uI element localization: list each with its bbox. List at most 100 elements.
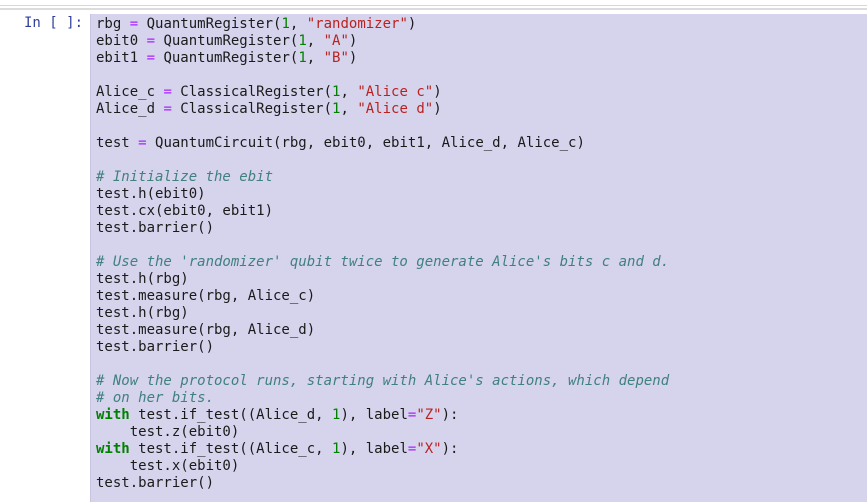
code-token: ) [348, 33, 358, 49]
code-token: "B" [323, 50, 349, 66]
code-token: test [96, 135, 139, 151]
code-token: = [407, 407, 417, 423]
code-token: "Z" [416, 407, 442, 423]
code-line: with test.if_test((Alice_d, 1), label="Z… [96, 407, 669, 424]
code-line: test.x(ebit0) [96, 458, 669, 475]
code-token: test.h(ebit0) [96, 186, 206, 202]
code-token: ebit1 [96, 50, 147, 66]
code-line: test.measure(rbg, Alice_c) [96, 288, 669, 305]
code-line: ebit0 = QuantumRegister(1, "A") [96, 33, 669, 50]
code-line [96, 67, 669, 84]
code-token: ), label [340, 407, 408, 423]
code-token: ) [433, 101, 442, 117]
code-token: test.h(rbg) [96, 271, 189, 287]
code-token: = [163, 84, 172, 100]
code-token: # Use the 'randomizer' qubit twice to ge… [96, 254, 670, 270]
code-token: , [340, 84, 358, 100]
code-token: 1 [281, 16, 290, 32]
code-token: = [146, 50, 156, 66]
code-token: ) [407, 16, 417, 32]
code-editor[interactable]: rbg = QuantumRegister(1, "randomizer")eb… [90, 14, 867, 502]
code-token: test.barrier() [96, 220, 215, 236]
code-token: ): [441, 441, 459, 457]
code-line: test.barrier() [96, 220, 669, 237]
code-token: 1 [332, 441, 341, 457]
code-line: test.h(rbg) [96, 271, 669, 288]
code-line: Alice_c = ClassicalRegister(1, "Alice c"… [96, 84, 669, 101]
code-token: "Alice c" [357, 84, 434, 100]
code-line: test.barrier() [96, 339, 669, 356]
code-token: ) [433, 84, 442, 100]
code-line: # Use the 'randomizer' qubit twice to ge… [96, 254, 669, 271]
code-line [96, 356, 669, 373]
code-line: with test.if_test((Alice_c, 1), label="X… [96, 441, 669, 458]
code-token: test.if_test((Alice_c, [129, 441, 333, 457]
code-token: QuantumRegister( [155, 33, 299, 49]
code-token: , [289, 16, 307, 32]
code-token: "A" [323, 33, 349, 49]
code-token: 1 [298, 33, 307, 49]
code-token: "randomizer" [306, 16, 408, 32]
code-token: test.barrier() [96, 475, 215, 491]
code-line: test.measure(rbg, Alice_d) [96, 322, 669, 339]
code-line: Alice_d = ClassicalRegister(1, "Alice d"… [96, 101, 669, 118]
code-cell[interactable]: In [ ]: rbg = QuantumRegister(1, "random… [0, 10, 867, 502]
code-token: # Now the protocol runs, starting with A… [96, 373, 670, 389]
code-token: ), label [340, 441, 408, 457]
cell-selection-border [0, 8, 867, 10]
code-token: QuantumRegister( [155, 50, 299, 66]
code-token: ClassicalRegister( [171, 84, 333, 100]
code-token: , [306, 33, 324, 49]
code-token: test.measure(rbg, Alice_c) [96, 288, 316, 304]
code-token: test.cx(ebit0, ebit1) [96, 203, 274, 219]
input-prompt: In [ ]: [24, 15, 84, 31]
code-token: QuantumCircuit(rbg, ebit0, ebit1, Alice_… [146, 135, 585, 151]
code-token: Alice_d [96, 101, 164, 117]
code-token: = [129, 16, 139, 32]
code-token: , [340, 101, 358, 117]
code-token: , [306, 50, 324, 66]
code-token: = [407, 441, 417, 457]
code-line: ebit1 = QuantumRegister(1, "B") [96, 50, 669, 67]
code-token: # Initialize the ebit [96, 169, 274, 185]
code-line: test.barrier() [96, 475, 669, 492]
code-token: 1 [332, 101, 341, 117]
code-token: = [163, 101, 172, 117]
code-line [96, 118, 669, 135]
code-token: # on her bits. [96, 390, 215, 406]
code-token: = [138, 135, 147, 151]
code-token: with [96, 441, 130, 457]
code-text[interactable]: rbg = QuantumRegister(1, "randomizer")eb… [96, 16, 669, 492]
code-token: "Alice d" [357, 101, 434, 117]
code-line: # Initialize the ebit [96, 169, 669, 186]
code-token: test.x(ebit0) [96, 458, 240, 474]
notebook-top-divider [0, 5, 867, 6]
code-token: with [96, 407, 130, 423]
code-token: rbg [96, 16, 130, 32]
code-token: "X" [416, 441, 442, 457]
code-token: test.h(rbg) [96, 305, 189, 321]
code-token: test.z(ebit0) [96, 424, 240, 440]
code-line [96, 152, 669, 169]
code-line [96, 237, 669, 254]
code-token: test.if_test((Alice_d, [129, 407, 333, 423]
code-line: test.h(rbg) [96, 305, 669, 322]
code-line: test.cx(ebit0, ebit1) [96, 203, 669, 220]
code-line: # on her bits. [96, 390, 669, 407]
code-line: test.z(ebit0) [96, 424, 669, 441]
code-token: QuantumRegister( [138, 16, 282, 32]
code-token: Alice_c [96, 84, 164, 100]
code-token: ): [441, 407, 459, 423]
code-token: test.barrier() [96, 339, 215, 355]
code-token: ) [348, 50, 358, 66]
code-line: test.h(ebit0) [96, 186, 669, 203]
code-token: ClassicalRegister( [171, 101, 333, 117]
code-token: 1 [332, 407, 341, 423]
code-token: = [146, 33, 156, 49]
code-token: ebit0 [96, 33, 147, 49]
code-token: 1 [298, 50, 307, 66]
code-token: test.measure(rbg, Alice_d) [96, 322, 316, 338]
code-line: # Now the protocol runs, starting with A… [96, 373, 669, 390]
code-line: rbg = QuantumRegister(1, "randomizer") [96, 16, 669, 33]
code-token: 1 [332, 84, 341, 100]
